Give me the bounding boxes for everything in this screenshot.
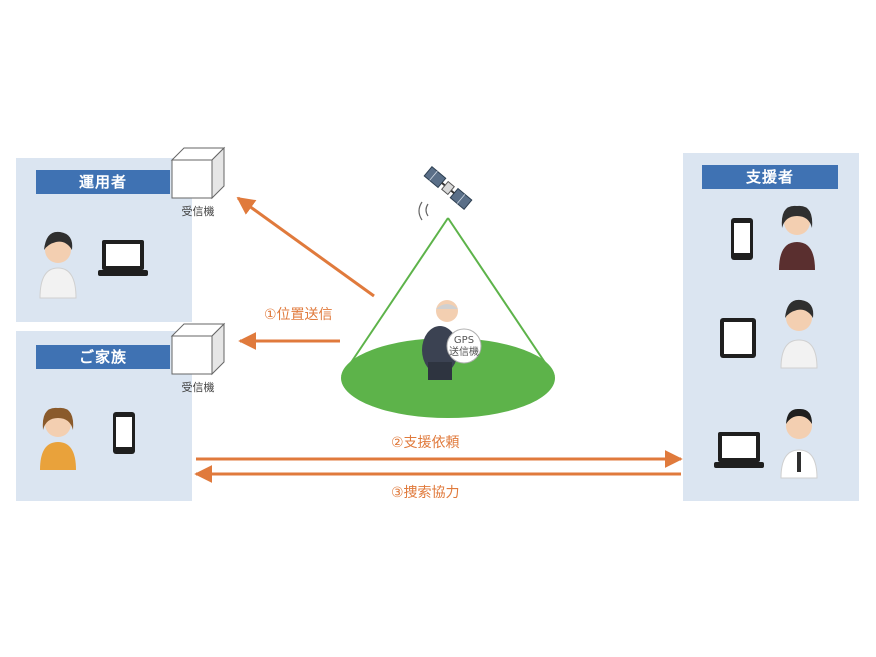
supporter-panel	[683, 153, 859, 501]
person-icon	[780, 299, 818, 369]
person-icon	[40, 407, 76, 470]
family-title: ご家族	[36, 345, 170, 369]
gps-device-label: GPS 送信機	[449, 335, 479, 358]
support-request-label: ②支援依頼	[391, 435, 460, 451]
laptop-icon	[98, 240, 148, 276]
position-arrow-operator	[236, 196, 375, 298]
operator-title: 運用者	[36, 170, 170, 194]
smartphone-icon	[731, 218, 753, 260]
satellite-icon	[423, 165, 473, 211]
position-transmission-label: ①位置送信	[264, 307, 333, 323]
operator-receiver-label: 受信機	[181, 205, 215, 218]
receiver-box-icon	[170, 146, 226, 200]
person-icon	[39, 231, 77, 299]
receiver-box-icon	[170, 322, 226, 376]
smartphone-icon	[113, 412, 135, 454]
family-receiver-label: 受信機	[181, 381, 215, 394]
search-cooperation-label: ③捜索協力	[391, 485, 460, 501]
person-icon	[780, 408, 818, 479]
gps-device-icon	[446, 328, 482, 364]
tablet-icon	[720, 318, 756, 358]
person-icon	[779, 205, 815, 270]
laptop-icon	[714, 432, 764, 468]
supporter-title: 支援者	[702, 165, 838, 189]
